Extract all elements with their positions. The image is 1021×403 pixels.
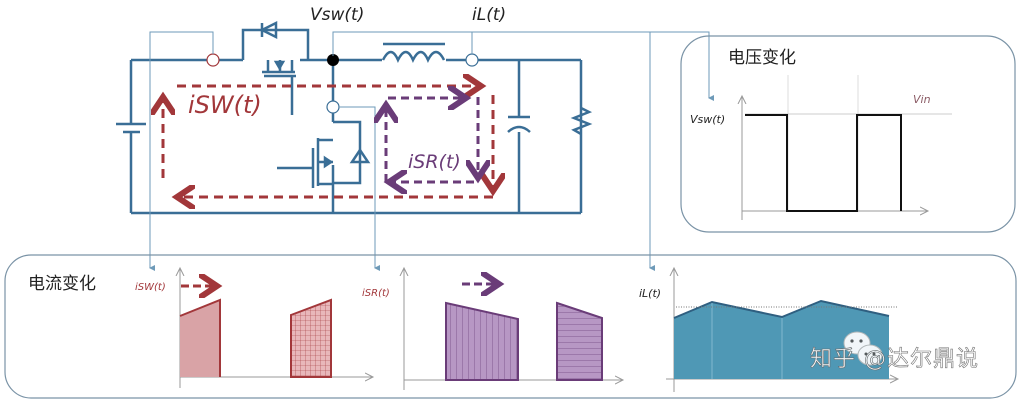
isr-pulse-2 — [556, 301, 603, 381]
watermark-text: 知乎 @达尔鼎说 — [810, 347, 979, 372]
watermark: 知乎 @达尔鼎说 — [810, 331, 979, 372]
wechat-icon — [843, 331, 883, 366]
isw-current-path — [163, 86, 493, 197]
isw-probe — [206, 53, 220, 67]
high-side-mosfet-icon — [241, 20, 310, 115]
isr-probe — [326, 100, 340, 114]
il-label: iL(t) — [472, 5, 506, 25]
switch-node-dot — [327, 54, 339, 66]
voltage-chart: Vsw(t) Vin — [690, 75, 952, 220]
low-side-mosfet-icon — [277, 120, 371, 188]
isr-chart: iSR(t) — [362, 268, 623, 390]
il-chart: iL(t) — [639, 268, 898, 392]
isw-label: iSW(t) — [188, 91, 262, 119]
inductor-icon — [381, 42, 446, 63]
battery-icon — [116, 122, 146, 134]
current-panel — [4, 254, 1017, 399]
il-probe-line — [471, 31, 655, 271]
isr-label: iSR(t) — [408, 151, 461, 173]
circuit — [129, 58, 583, 215]
vsw-probe-line — [332, 31, 714, 101]
resistor-icon — [570, 106, 593, 136]
isr-probe-line — [339, 106, 380, 271]
isw-probe-line — [149, 31, 214, 271]
isr-plot-label: iSR(t) — [362, 288, 390, 299]
il-area — [674, 301, 889, 379]
isw-pulse-2 — [290, 298, 332, 378]
isw-plot-label: iSW(t) — [135, 282, 166, 293]
isw-chart: iSW(t) — [135, 268, 373, 388]
voltage-panel — [680, 35, 1016, 233]
voltage-panel-title: 电压变化 — [728, 48, 796, 68]
vsw-waveform — [745, 114, 902, 212]
isr-pulse-1 — [445, 301, 519, 381]
il-probe — [465, 53, 479, 67]
vsw-axis-label: Vsw(t) — [690, 113, 725, 126]
vsw-label: Vsw(t) — [310, 5, 364, 25]
capacitor-icon — [507, 115, 531, 133]
isw-pulse-1 — [180, 300, 220, 377]
il-plot-label: iL(t) — [639, 287, 661, 300]
vin-label: Vin — [913, 93, 931, 106]
current-panel-title: 电流变化 — [28, 274, 96, 294]
probe-lines — [149, 31, 714, 271]
isw-pulse-1-edge — [179, 298, 221, 377]
isr-current-path — [386, 97, 478, 182]
